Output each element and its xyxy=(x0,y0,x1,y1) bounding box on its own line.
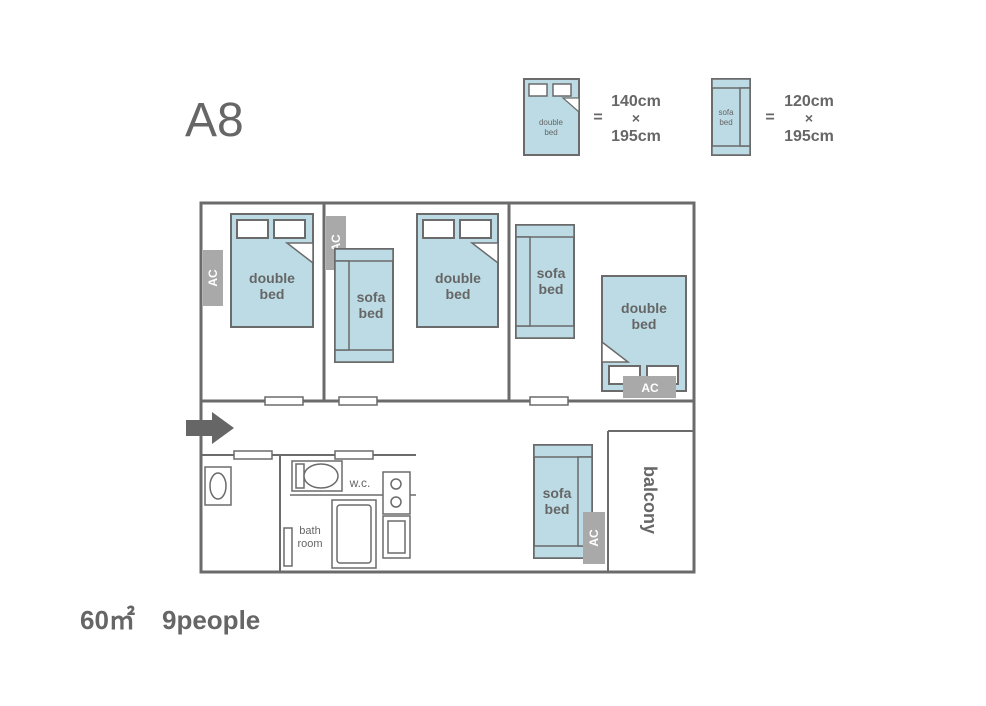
bed-label: double xyxy=(249,270,295,286)
sink-basin xyxy=(209,472,227,500)
door-room3 xyxy=(529,396,569,406)
legend-double-bed-pillow xyxy=(552,83,572,97)
legend-double-bed-width: 140cm xyxy=(611,93,661,110)
bed-fold xyxy=(284,242,314,265)
wc-box xyxy=(291,460,343,492)
sofa-label: bed xyxy=(359,305,384,321)
burner-icon xyxy=(390,478,402,490)
doors xyxy=(233,396,569,567)
bed-label: bed xyxy=(632,316,657,332)
legend-double-bed-pillow xyxy=(528,83,548,97)
legend-sofa-bed: sofa bed = 120cm × 195cm xyxy=(711,78,834,156)
bathroom-label: room xyxy=(297,538,322,550)
bathtub-inner xyxy=(336,504,372,564)
balcony-label: balcony xyxy=(640,466,660,534)
legend-sofa-arm xyxy=(711,145,751,156)
walls xyxy=(199,201,696,574)
room-4: sofa bed AC xyxy=(533,444,605,564)
legend-double-bed-fold xyxy=(561,97,580,114)
kitchen-sink-basin xyxy=(387,520,406,554)
door-wc xyxy=(334,450,374,460)
ac-label: AC xyxy=(206,269,220,287)
bed-label: double xyxy=(435,270,481,286)
door-room2 xyxy=(338,396,378,406)
sofa-label: sofa xyxy=(537,265,566,281)
legend-sofa-bed-label: bed xyxy=(719,118,732,127)
bed-fold xyxy=(601,340,631,363)
pillow xyxy=(236,219,269,239)
sofa-arm xyxy=(515,224,575,238)
pillow xyxy=(273,219,306,239)
door-bathroom xyxy=(283,527,293,567)
bed-label: bed xyxy=(446,286,471,302)
wc-label: w.c. xyxy=(349,476,371,490)
legend-times: × xyxy=(632,110,640,126)
sofa-back xyxy=(515,236,531,327)
room-3: sofa bed double bed AC xyxy=(515,224,687,398)
legend-double-bed: double bed = 140cm × 195cm xyxy=(523,78,661,156)
ac-label: AC xyxy=(329,234,343,252)
ac-unit xyxy=(583,512,605,564)
ac-unit xyxy=(203,250,223,306)
entrance-arrow-icon xyxy=(186,412,234,444)
pillow xyxy=(422,219,455,239)
outer-wall xyxy=(199,201,696,574)
ac-label: AC xyxy=(587,529,601,547)
legend-double-bed-label: double xyxy=(539,118,564,127)
sofa-arm xyxy=(334,248,394,262)
bathroom-label: bath xyxy=(299,525,320,537)
legend-sofa-bed-label: sofa xyxy=(718,108,734,117)
ac-unit xyxy=(623,376,676,398)
sofa-label: sofa xyxy=(357,289,386,305)
legend-sofa-bed-width: 120cm xyxy=(784,93,834,110)
room-1: double bed AC xyxy=(203,213,314,328)
legend-double-bed-label: bed xyxy=(544,128,557,137)
pillow xyxy=(459,219,492,239)
sanitary-area: w.c. bath room xyxy=(204,460,411,569)
sofa-arm xyxy=(533,444,593,458)
sofa-label: sofa xyxy=(543,485,572,501)
burner-icon xyxy=(390,496,402,508)
legend-double-bed-length: 195cm xyxy=(611,128,661,145)
toilet-tank xyxy=(295,463,305,489)
door-wash xyxy=(233,450,273,460)
sofa-back xyxy=(334,260,350,351)
legend-equals: = xyxy=(593,109,602,126)
bed-label: double xyxy=(621,300,667,316)
legend-sofa-back xyxy=(739,87,751,147)
bed-label: bed xyxy=(260,286,285,302)
unit-title: A8 xyxy=(185,94,244,147)
sofa-arm xyxy=(334,349,394,363)
sofa-label: bed xyxy=(545,501,570,517)
ac-label: AC xyxy=(641,381,659,395)
bed-fold xyxy=(469,242,499,265)
legend-sofa-arm xyxy=(711,78,751,89)
sofa-label: bed xyxy=(539,281,564,297)
door-room1 xyxy=(264,396,304,406)
legend-times: × xyxy=(805,110,813,126)
area-label: 60㎡ xyxy=(80,605,135,635)
room-2: AC sofa bed double bed xyxy=(326,213,499,363)
toilet-icon xyxy=(303,463,339,489)
legend-sofa-bed-length: 195cm xyxy=(784,128,834,145)
capacity-label: 9people xyxy=(162,605,260,635)
legend-equals: = xyxy=(765,109,774,126)
sofa-arm xyxy=(515,325,575,339)
